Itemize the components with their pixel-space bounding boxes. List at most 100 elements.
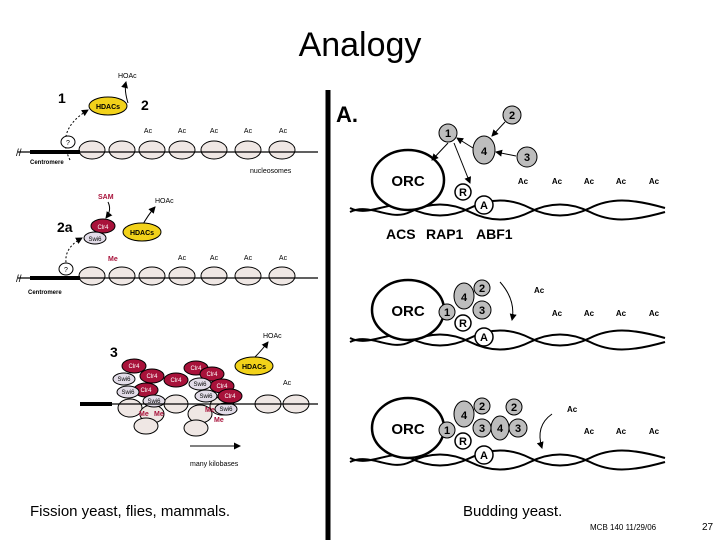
acetyl-mark: Ac bbox=[244, 128, 253, 135]
step-3-label: 3 bbox=[110, 344, 118, 360]
hoac-arrow bbox=[121, 81, 129, 104]
rap1-binding-protein bbox=[454, 314, 472, 332]
acetyl-mark: Ac bbox=[584, 427, 595, 436]
acetyl-mark: Ac bbox=[178, 255, 187, 262]
step-2-label: 2 bbox=[141, 97, 149, 113]
protein-3 bbox=[472, 300, 492, 320]
acetyl-mark: Ac bbox=[144, 128, 153, 135]
protein-2-label: 2 bbox=[509, 110, 515, 122]
protein-4 bbox=[472, 135, 496, 165]
deacetylation-arrow bbox=[536, 413, 553, 449]
acetyl-mark: Ac bbox=[616, 309, 627, 318]
dna-break: // bbox=[16, 148, 22, 159]
orc-label: ORC bbox=[391, 421, 425, 438]
nucleosome bbox=[200, 266, 228, 286]
rap1-binding-protein bbox=[454, 432, 472, 450]
centromere-label: Centromere bbox=[30, 160, 64, 166]
acetyl-mark: Ac bbox=[210, 255, 219, 262]
swi6-label: Swi6 bbox=[147, 399, 161, 405]
orc-label: ORC bbox=[391, 173, 425, 190]
sam-arrow bbox=[105, 201, 113, 219]
protein-1-label: 1 bbox=[444, 425, 450, 437]
acetyl-mark: Ac bbox=[279, 128, 288, 135]
slide-title: Analogy bbox=[298, 26, 422, 64]
protein-3 bbox=[508, 418, 528, 438]
clr4-label: Clr4 bbox=[128, 364, 140, 370]
row-2a: 2a SAM HOAc Clr4 Swi6 HDACs ? bbox=[16, 194, 318, 296]
unknown-factor-label: ? bbox=[64, 267, 68, 274]
hoac-label: HOAc bbox=[263, 333, 282, 340]
nucleosome bbox=[138, 266, 166, 286]
acetyl-mark: Ac bbox=[616, 177, 627, 186]
acetyl-mark: Ac bbox=[552, 177, 563, 186]
methyl-mark: Me bbox=[154, 411, 164, 418]
orc-label: ORC bbox=[391, 303, 425, 320]
recruit-arrow bbox=[64, 109, 89, 161]
clr4-label: Clr4 bbox=[146, 374, 158, 380]
r-label: R bbox=[459, 187, 467, 199]
nucleosome bbox=[108, 266, 136, 286]
protein-2 bbox=[473, 397, 491, 415]
swi6-label: Swi6 bbox=[219, 407, 233, 413]
protein-2 bbox=[473, 279, 491, 297]
protein-4 bbox=[453, 282, 475, 310]
clr4-label: Clr4 bbox=[170, 378, 182, 384]
hdacs-enzyme bbox=[122, 222, 162, 242]
methyl-mark: Me bbox=[214, 417, 224, 424]
swi6-protein bbox=[188, 377, 212, 391]
clr4-label: Clr4 bbox=[216, 384, 228, 390]
protein-4-label: 4 bbox=[481, 146, 488, 158]
page-number: 27 bbox=[702, 522, 714, 533]
swi6-label: Swi6 bbox=[121, 390, 135, 396]
protein-3-label: 3 bbox=[515, 423, 521, 435]
nucleosome bbox=[168, 266, 196, 286]
nucleosomes-label: nucleosomes bbox=[250, 168, 292, 175]
rap1-label: RAP1 bbox=[426, 226, 464, 242]
protein-3-label: 3 bbox=[479, 423, 485, 435]
orc-protein bbox=[370, 148, 446, 212]
swi6-protein bbox=[83, 231, 107, 245]
abf1-binding-protein bbox=[474, 195, 494, 215]
hoac-label: HOAc bbox=[118, 73, 137, 80]
clr4-protein bbox=[163, 372, 189, 388]
acetyl-mark: Ac bbox=[649, 177, 660, 186]
nucleosome-row-1 bbox=[78, 140, 296, 160]
recruit-arrow bbox=[431, 142, 449, 161]
nucleosome bbox=[138, 140, 166, 160]
protein-2-label: 2 bbox=[479, 283, 485, 295]
protein-1-label: 1 bbox=[444, 307, 450, 319]
sam-label: SAM bbox=[98, 194, 114, 201]
recruit-arrow bbox=[491, 121, 506, 137]
methyl-mark: Me bbox=[108, 256, 118, 263]
hdacs-label: HDACs bbox=[130, 230, 154, 237]
swi6-label: Swi6 bbox=[193, 382, 207, 388]
right-panel: A. ORC R A 1 2 4 3 Ac Ac bbox=[336, 102, 666, 471]
acetyl-mark: Ac bbox=[210, 128, 219, 135]
acetyl-mark: Ac bbox=[279, 255, 288, 262]
nucleosome bbox=[234, 266, 262, 286]
protein-3-label: 3 bbox=[524, 152, 530, 164]
unknown-factor bbox=[60, 135, 76, 149]
nucleosome bbox=[234, 140, 262, 160]
panel-label-a: A. bbox=[336, 102, 358, 127]
nucleosome bbox=[168, 140, 196, 160]
methyl-mark: Me bbox=[205, 407, 215, 414]
methyl-mark: Me bbox=[139, 411, 149, 418]
deacetylation-arrow bbox=[499, 281, 517, 321]
swi6-protein bbox=[116, 385, 140, 399]
hoac-label: HOAc bbox=[155, 198, 174, 205]
clr4-label: Clr4 bbox=[140, 388, 152, 394]
protein-2-label: 2 bbox=[511, 402, 517, 414]
protein-4 bbox=[453, 400, 475, 428]
protein-3 bbox=[516, 146, 538, 168]
left-panel: 1 2 HOAc HDACs ? // Centromere nucleoso bbox=[16, 73, 318, 468]
protein-2 bbox=[505, 398, 523, 416]
r-label: R bbox=[459, 436, 467, 448]
acs-label: ACS bbox=[386, 226, 416, 242]
nucleosome bbox=[78, 266, 106, 286]
clr4-protein bbox=[90, 218, 116, 234]
dna-double-helix bbox=[349, 453, 666, 471]
clr4-label: Clr4 bbox=[206, 372, 218, 378]
acetyl-mark: Ac bbox=[244, 255, 253, 262]
nucleosome bbox=[268, 140, 296, 160]
